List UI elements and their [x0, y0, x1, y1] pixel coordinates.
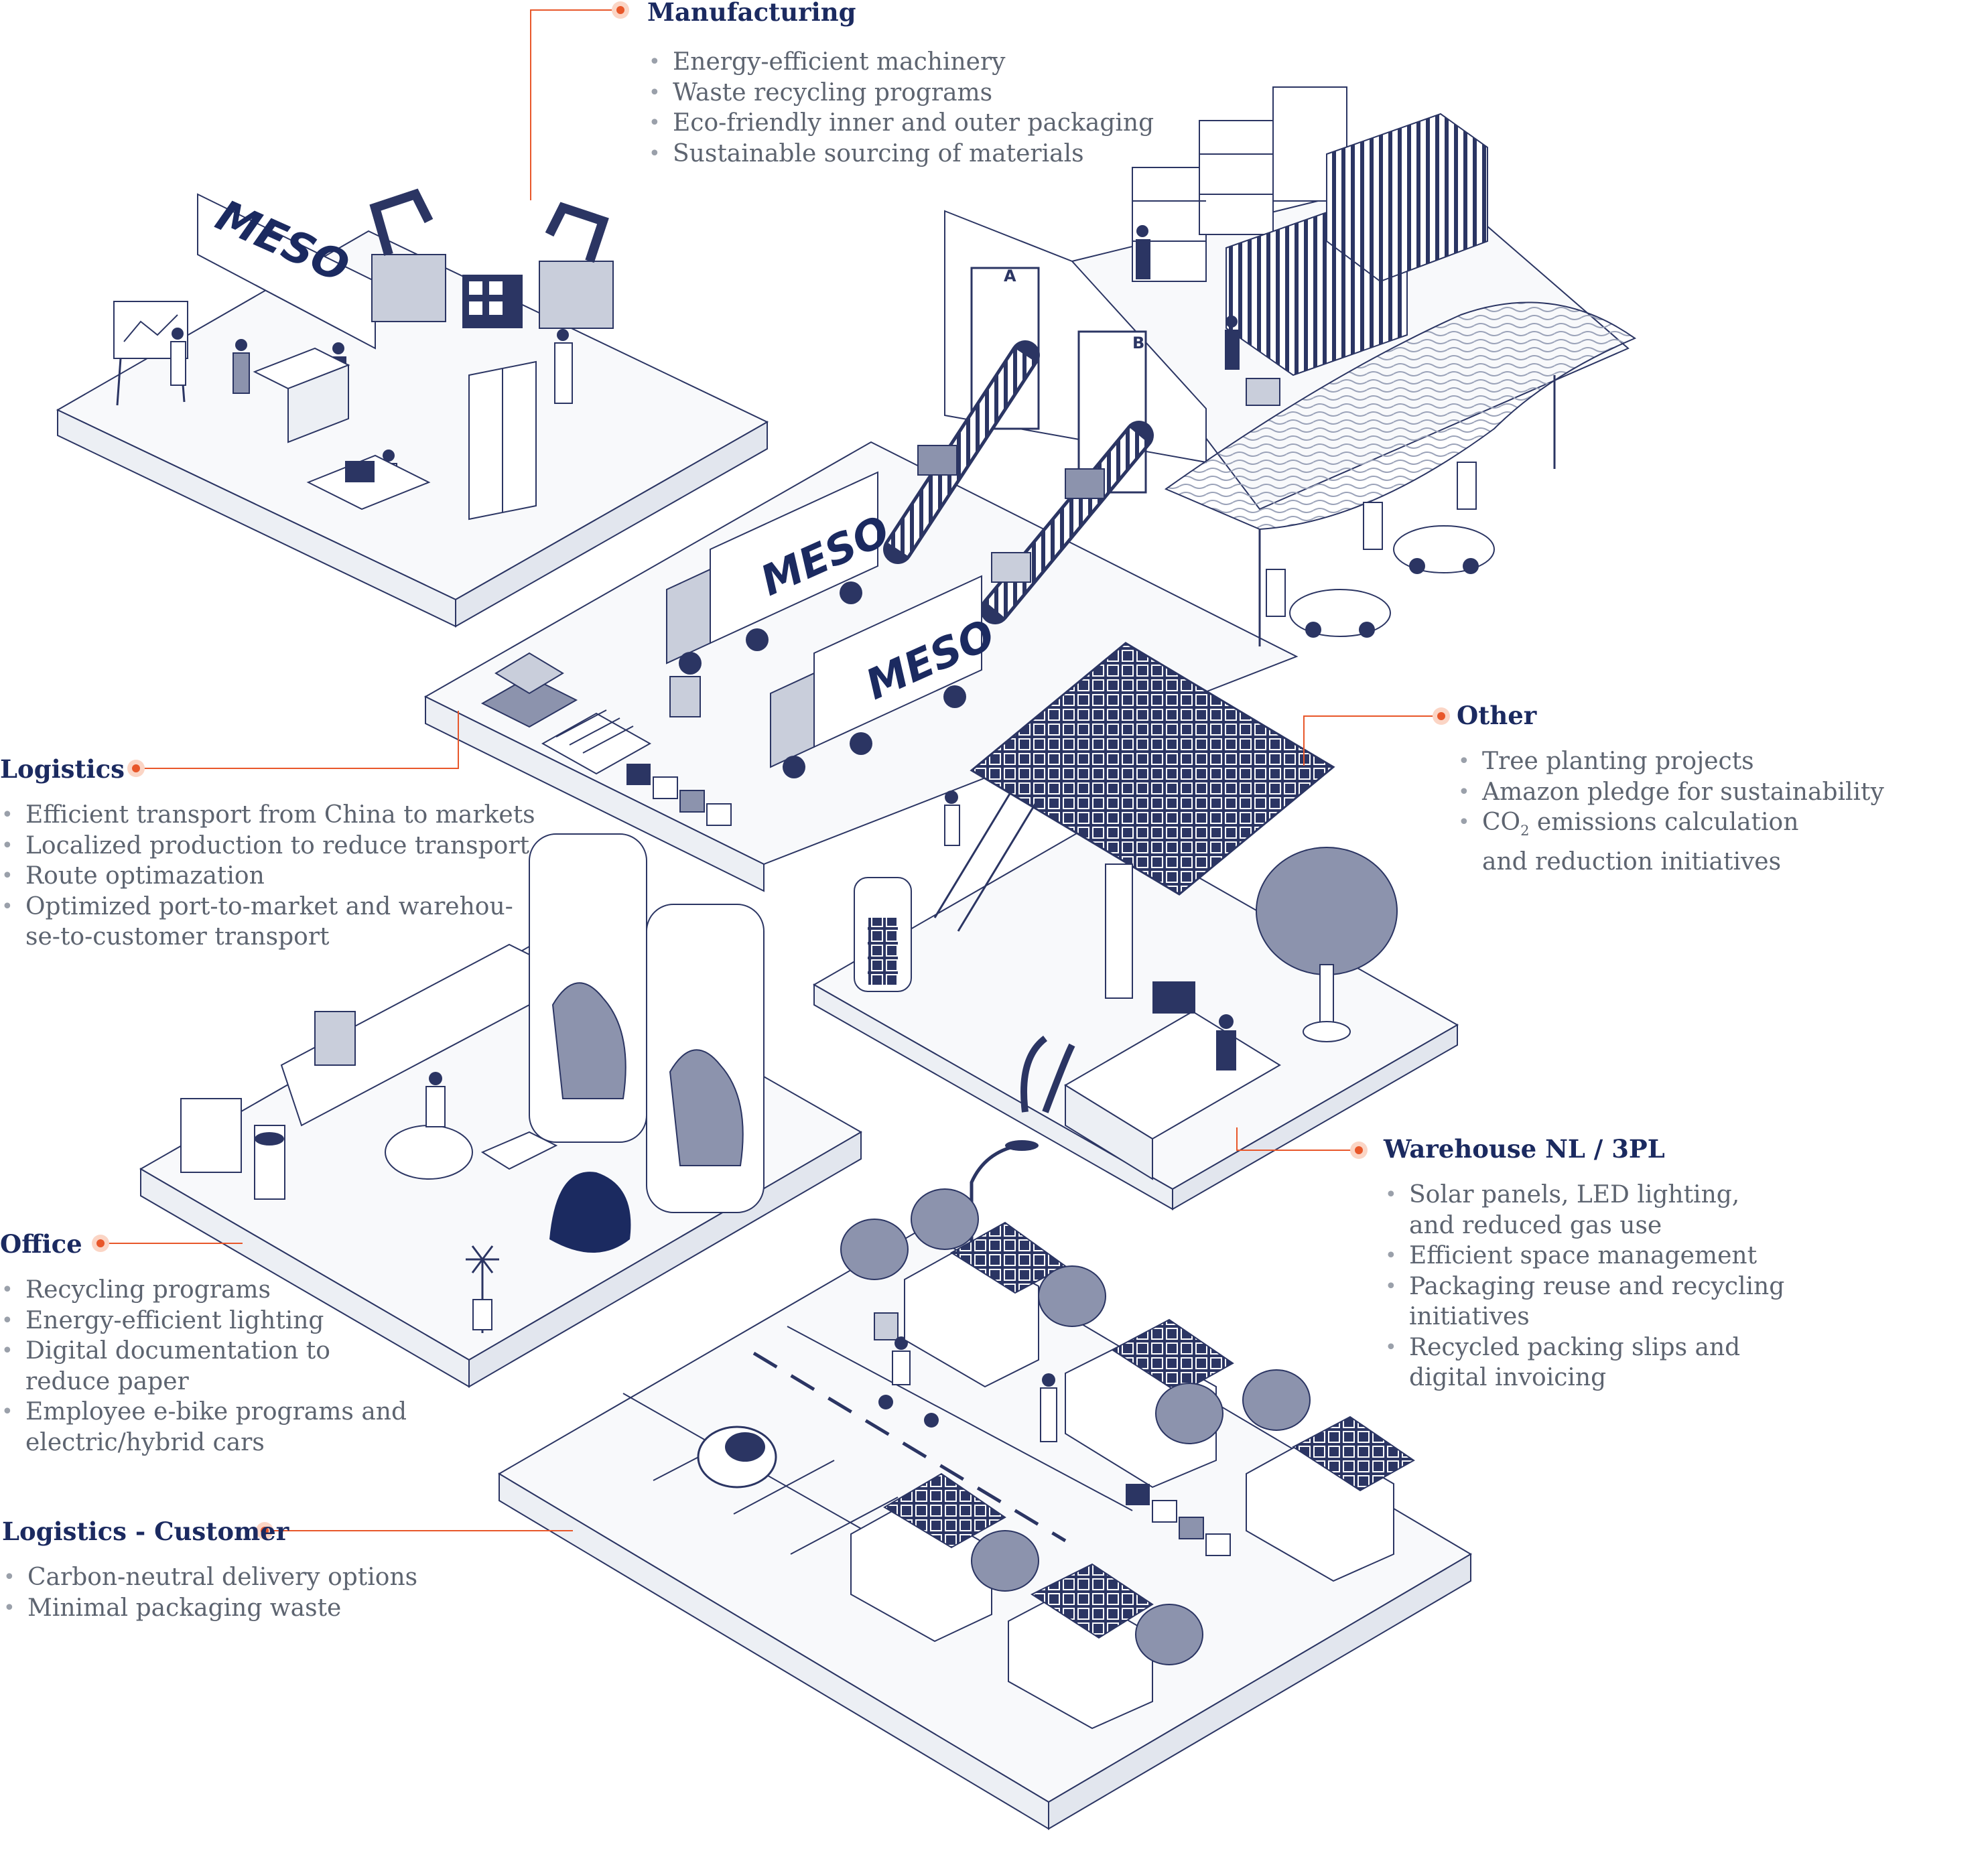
co2-subscript: 2 [1520, 823, 1530, 839]
ev-charging-canopy [1164, 301, 1637, 646]
solar-tracker [933, 642, 1335, 999]
door-b-label: B [1132, 334, 1144, 352]
warehouse-nl-platform [812, 819, 1459, 1210]
logistics-dot [127, 760, 145, 777]
logistics-item: Localized production to reduce transport [0, 831, 535, 861]
manufacturing-item: Eco-friendly inner and outer packaging [647, 108, 1154, 139]
e-scooter [874, 1312, 939, 1428]
manufacturing-connector [530, 9, 531, 200]
manufacturing-title: Manufacturing [647, 0, 856, 27]
phone-booths [529, 833, 765, 1213]
neighbourhood-trees [840, 1188, 1311, 1665]
warehouse-item: Packaging reuse and recycling [1384, 1271, 1784, 1302]
manufacturing-item: Sustainable sourcing of materials [647, 139, 1154, 169]
other-title: Other [1457, 701, 1537, 730]
office-item: Employee e-bike programs and [0, 1397, 407, 1428]
desks-and-computers [253, 347, 431, 510]
recycling-bins-customer [1126, 1484, 1231, 1556]
warehouse-desk [1020, 981, 1281, 1180]
logistics-customer-dot [256, 1522, 273, 1539]
warehouse-item: Solar panels, LED lighting, [1384, 1180, 1784, 1210]
other-dot [1433, 707, 1450, 725]
warehouse-title: Warehouse NL / 3PL [1384, 1134, 1665, 1164]
logistics-customer-item: Minimal packaging waste [2, 1593, 417, 1624]
recycling-bins-logistics [626, 764, 732, 826]
logistics-title: Logistics [0, 754, 125, 784]
logistics-customer-callout: Logistics - Customer Carbon-neutral deli… [2, 1519, 417, 1623]
product-cube-stack [462, 275, 523, 328]
storage-shelves [1132, 86, 1347, 282]
shipping-containers [1225, 113, 1488, 376]
warehouse-dot [1350, 1141, 1368, 1159]
office-item: Recycling programs [0, 1275, 407, 1306]
warehouse-item-continuation: digital invoicing [1409, 1364, 1607, 1391]
tree-other [1256, 847, 1398, 1042]
office-title: Office [0, 1229, 82, 1259]
manufacturing-dot [612, 1, 629, 19]
logistics-callout: Logistics Efficient transport from China… [0, 757, 535, 953]
office-item: Digital documentation to [0, 1336, 407, 1367]
warehouse-callout: Warehouse NL / 3PL Solar panels, LED lig… [1384, 1137, 1784, 1393]
manufacturing-connector-h [530, 9, 620, 11]
office-lounge [385, 1072, 631, 1333]
warehouse-item-continuation: and reduced gas use [1409, 1211, 1662, 1239]
office-kitchen [180, 943, 530, 1200]
pallets-and-boxes [480, 652, 701, 775]
logistics-item: Efficient transport from China to market… [0, 800, 535, 831]
co2-label: CO [1482, 809, 1521, 836]
office-connector [102, 1243, 243, 1244]
other-item: Amazon pledge for sustainability [1457, 777, 1884, 808]
other-connector-h [1303, 715, 1447, 717]
manufacturing-platform [56, 230, 769, 628]
office-callout: Office Recycling programs Energy-efficie… [0, 1232, 407, 1458]
office-item-continuation: reduce paper [25, 1367, 189, 1395]
other-item: CO2 emissions calculation [1457, 807, 1884, 847]
other-item-continuation: and reduction initiatives [1482, 847, 1782, 876]
door-a-label: A [1004, 267, 1016, 285]
logistics-item: Route optimazation [0, 861, 535, 892]
road-markings [622, 1326, 1133, 1588]
other-item: Tree planting projects [1457, 746, 1884, 777]
cleanroom-door [468, 360, 537, 521]
logistics-customer-connector [268, 1530, 573, 1531]
office-item: Energy-efficient lighting [0, 1306, 407, 1336]
office-item-continuation: electric/hybrid cars [25, 1428, 265, 1456]
small-electric-car [697, 1426, 777, 1489]
warehouse-item: Recycled packing slips and [1384, 1332, 1784, 1363]
electric-cars [1266, 462, 1495, 638]
other-callout: Other Tree planting projects Amazon pled… [1457, 703, 1884, 877]
warehouse-item: Efficient space management [1384, 1241, 1784, 1271]
manufacturing-item: Waste recycling programs [647, 78, 1154, 109]
houses-with-solar [850, 1221, 1415, 1730]
other-connector-v [1303, 715, 1305, 766]
robot-arms [369, 188, 614, 329]
logistics-customer-title: Logistics - Customer [2, 1517, 289, 1546]
logistics-item: Optimized port-to-market and warehou- [0, 892, 535, 922]
logistics-customer-item: Carbon-neutral delivery options [2, 1562, 417, 1593]
warehouse-item-continuation: initiatives [1409, 1303, 1530, 1330]
logistics-connector-h [134, 768, 459, 769]
office-dot [92, 1235, 109, 1252]
logistics-item-continuation: se-to-customer transport [25, 923, 330, 951]
co2-text: emissions calculation [1529, 809, 1799, 836]
pedestrian [1040, 1373, 1057, 1442]
warehouse-connector-v [1236, 1127, 1238, 1150]
battery [854, 877, 912, 992]
warehouse-workers [1136, 225, 1280, 406]
manufacturing-item: Energy-efficient machinery [647, 47, 1154, 78]
meso-truck-1: MESO [666, 471, 897, 675]
logistics-connector-v [458, 711, 459, 769]
conveyor-belts [883, 340, 1154, 624]
manufacturing-callout: Manufacturing Energy-efficient machinery… [647, 0, 1154, 169]
street-lamp [970, 1140, 1039, 1279]
warehouse-connector-h [1236, 1150, 1364, 1151]
